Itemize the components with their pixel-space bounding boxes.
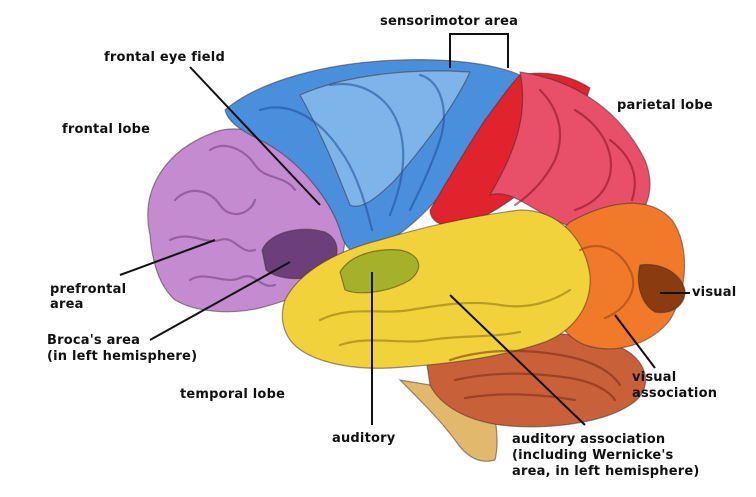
auditory-association-leader — [449, 294, 586, 426]
label-auditory-association-line2: (including Wernicke's — [512, 448, 674, 463]
frontal-eye-field-leader — [189, 66, 321, 206]
label-prefrontal-line2: area — [50, 297, 84, 312]
auditory-cortex-region — [339, 249, 420, 294]
label-frontal-lobe: frontal lobe — [62, 122, 151, 137]
label-visual: visual — [692, 285, 737, 300]
label-brocas-line2: (in left hemisphere) — [47, 349, 198, 364]
label-visual-association-line2: association — [632, 386, 718, 401]
label-brocas-line1: Broca's area — [47, 333, 141, 348]
sensorimotor-bracket — [449, 33, 509, 68]
motor-cortex-light — [299, 70, 471, 207]
temporal-lobe-region — [281, 209, 591, 369]
label-auditory: auditory — [332, 431, 396, 446]
leader-lines — [119, 33, 690, 426]
label-auditory-association-line1: auditory association — [512, 432, 666, 447]
brocas-leader — [149, 261, 291, 341]
label-prefrontal-line1: prefrontal — [50, 282, 127, 297]
visual-cortex-region — [637, 263, 686, 314]
label-visual-association-line1: visual — [632, 370, 677, 385]
prefrontal-leader — [119, 239, 216, 276]
label-parietal-lobe: parietal lobe — [617, 98, 713, 113]
label-frontal-eye-field: frontal eye field — [104, 50, 225, 65]
gyri-texture — [168, 73, 636, 402]
label-auditory-association-line3: area, in left hemisphere) — [512, 464, 700, 479]
label-temporal-lobe: temporal lobe — [180, 387, 286, 402]
label-sensorimotor-area: sensorimotor area — [380, 14, 519, 29]
visual-association-leader — [614, 314, 656, 369]
